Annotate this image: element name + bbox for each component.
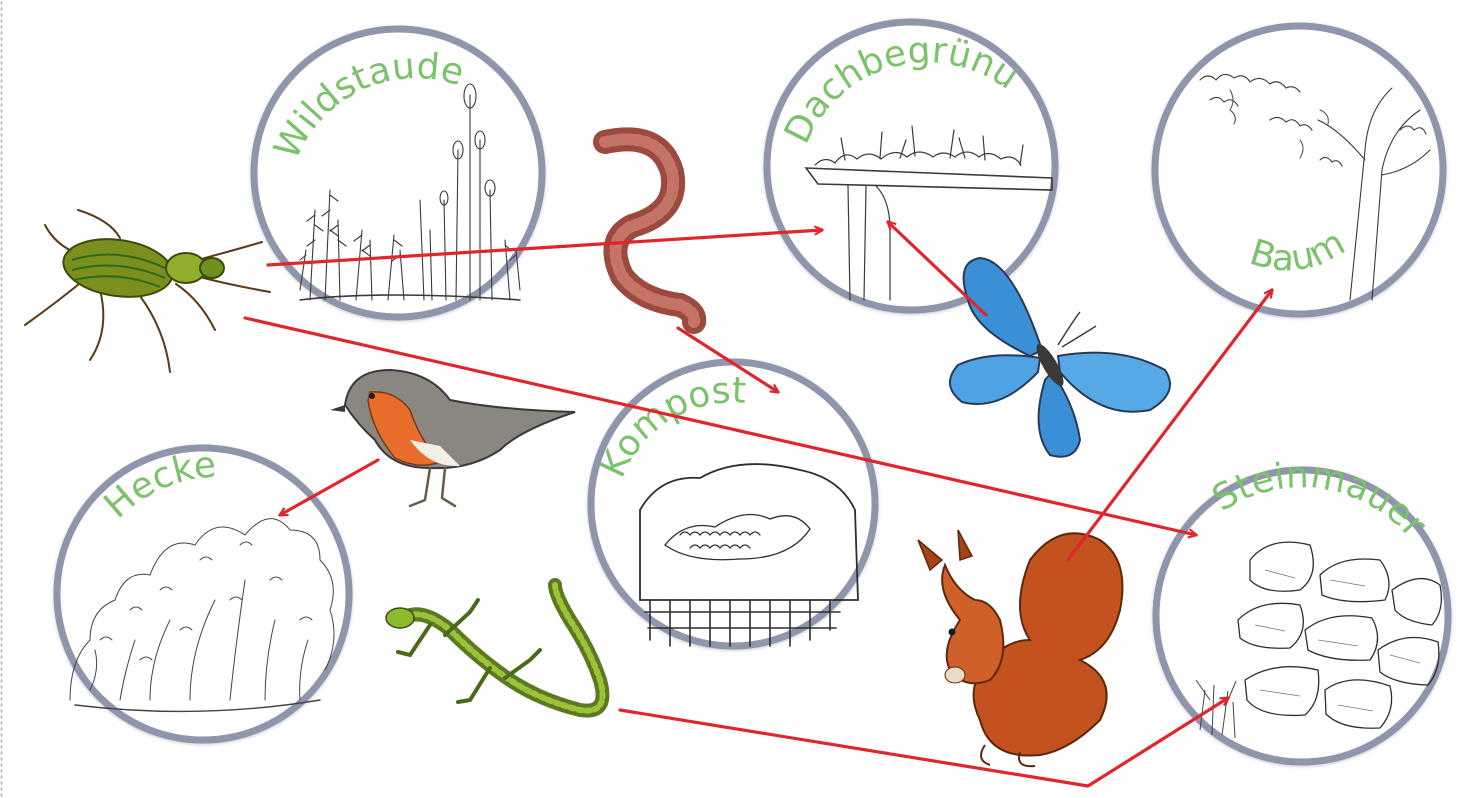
habitat-kompost: Kompost <box>591 362 875 646</box>
habitat-baum: Baum <box>1155 26 1443 314</box>
blue-butterfly-icon <box>950 258 1170 457</box>
earthworm-icon <box>605 139 694 322</box>
arrow-lizard-to-steinmauer <box>620 698 1228 786</box>
habitat-hecke: Hecke <box>57 444 349 740</box>
squirrel-icon <box>918 530 1123 766</box>
lizard-icon <box>386 585 603 711</box>
ground-beetle-icon <box>25 210 270 372</box>
robin-icon <box>330 370 575 506</box>
